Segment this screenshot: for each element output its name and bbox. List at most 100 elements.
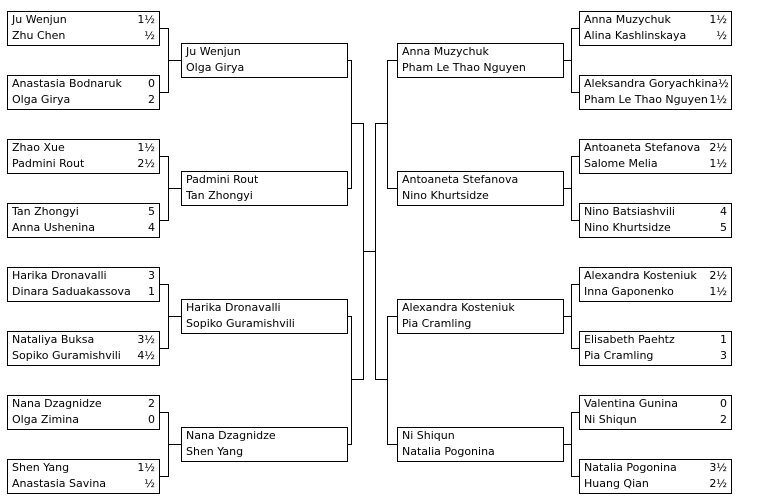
bracket-connector [168,316,181,317]
player-row: Valentina Gunina 0 [580,396,731,412]
player-score: 0 [720,397,727,410]
bracket-connector [160,92,169,93]
player-score: 2 [148,397,155,410]
bracket-connector [160,28,169,29]
player-name: Olga Girya [12,93,71,106]
player-name: Olga Girya [186,61,245,74]
bracket-connector [564,60,572,61]
player-name: Tan Zhongyi [186,189,253,202]
player-name: Natalia Pogonina [402,445,495,458]
bracket-connector [348,316,352,317]
player-score: 3½ [709,461,727,474]
bracket-connector [160,284,169,285]
player-name: Pham Le Thao Nguyen [402,61,526,74]
player-name: Alexandra Kosteniuk [584,269,697,282]
player-name: Alexandra Kosteniuk [402,301,515,314]
player-row: Zhu Chen ½ [8,28,159,44]
player-row: Natalia Pogonina [398,444,563,460]
player-row: Anna Muzychuk 1½ [580,12,731,28]
player-score: 4½ [137,349,155,362]
player-score: 5 [720,221,727,234]
player-name: Pia Cramling [584,349,654,362]
player-name: Nino Batsiashvili [584,205,675,218]
player-score: ½ [716,29,727,42]
bracket-connector [564,316,572,317]
player-score: 2½ [709,141,727,154]
player-row: Harika Dronavalli [182,300,347,316]
player-score: 4 [720,205,727,218]
bracket-connector [363,251,376,252]
player-score: 2½ [709,269,727,282]
player-name: Sopiko Guramishvili [12,349,121,362]
player-name: Valentina Gunina [584,397,679,410]
player-score: ½ [144,29,155,42]
player-name: Tan Zhongyi [12,205,79,218]
player-score: 1½ [709,285,727,298]
bracket-connector [571,284,579,285]
player-score: 1 [720,333,727,346]
player-name: Ni Shiqun [584,413,637,426]
bracket-connector [387,316,397,317]
player-row: Antoaneta Stefanova 2½ [580,140,731,156]
player-row: Alexandra Kosteniuk [398,300,563,316]
player-name: Nana Dzagnidze [12,397,102,410]
bracket-connector [564,444,572,445]
bracket-connector [375,123,388,124]
bracket-connector [168,188,181,189]
bracket-connector [160,348,169,349]
player-score: 1½ [137,141,155,154]
player-row: Antoaneta Stefanova [398,172,563,188]
player-score: 1½ [709,157,727,170]
player-name: Zhu Chen [12,29,66,42]
player-name: Alina Kashlinskaya [584,29,687,42]
player-score: ½ [144,477,155,490]
bracket-connector [387,444,397,445]
player-score: 1½ [709,13,727,26]
bracket-connector [564,188,572,189]
player-row: Nino Khurtsidze [398,188,563,204]
player-name: Harika Dronavalli [186,301,281,314]
bracket-connector [571,412,579,413]
player-name: Antoaneta Stefanova [584,141,701,154]
player-name: Huang Qian [584,477,649,490]
player-score: 2 [720,413,727,426]
player-name: Nino Khurtsidze [584,221,671,234]
player-score: 2½ [709,477,727,490]
player-row: Sopiko Guramishvili 4½ [8,348,159,364]
player-row: Tan Zhongyi [182,188,347,204]
player-score: 0 [148,77,155,90]
bracket-connector [160,156,169,157]
player-name: Padmini Rout [186,173,259,186]
bracket-connector [375,379,388,380]
player-row: Sopiko Guramishvili [182,316,347,332]
bracket-connector [351,123,364,124]
player-name: Anna Muzychuk [584,13,671,26]
bracket-connector [160,220,169,221]
player-row: Ni Shiqun 2 [580,412,731,428]
player-name: Padmini Rout [12,157,85,170]
player-row: Huang Qian 2½ [580,476,731,492]
player-name: Sopiko Guramishvili [186,317,295,330]
player-row: Nana Dzagnidze [182,428,347,444]
